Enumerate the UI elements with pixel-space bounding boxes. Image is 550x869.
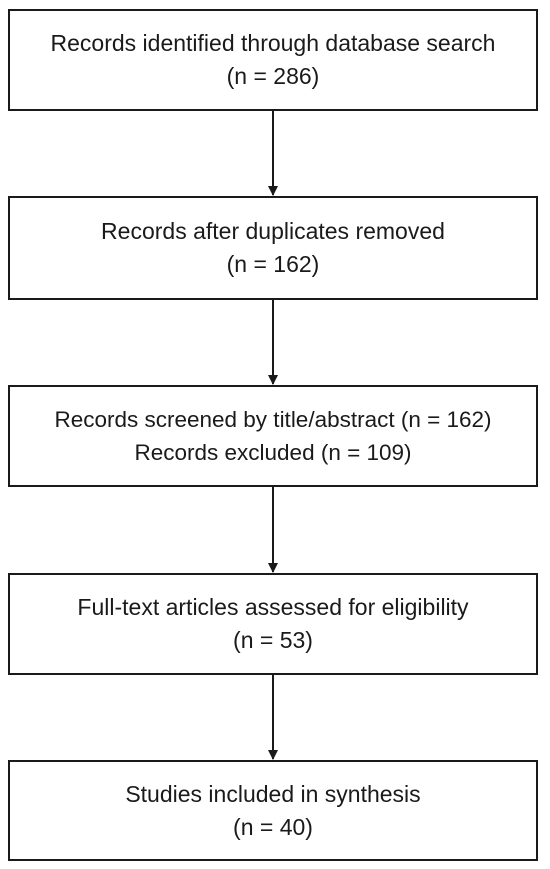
deduplication-count: (n = 162): [226, 251, 320, 277]
stage-deduplication-box: Records after duplicates removed (n = 16…: [8, 196, 538, 300]
stage-eligibility-box: Full-text articles assessed for eligibil…: [8, 573, 538, 675]
stage-screening-box: Records screened by title/abstract (n = …: [8, 385, 538, 487]
identification-label: Records identified through database sear…: [50, 30, 496, 56]
included-count: (n = 40): [233, 813, 313, 840]
identification-count: (n = 286): [226, 63, 320, 89]
included-label: Studies included in synthesis: [125, 780, 421, 807]
stage-identification-box: Records identified through database sear…: [8, 9, 538, 111]
eligibility-label: Full-text articles assessed for eligibil…: [77, 594, 469, 620]
excluded-label: Records excluded (n = 109): [134, 440, 412, 465]
screening-label: Records screened by title/abstract (n = …: [54, 407, 492, 432]
eligibility-count: (n = 53): [233, 627, 313, 653]
deduplication-label: Records after duplicates removed: [101, 218, 445, 244]
stage-included-box: Studies included in synthesis (n = 40): [8, 760, 538, 861]
